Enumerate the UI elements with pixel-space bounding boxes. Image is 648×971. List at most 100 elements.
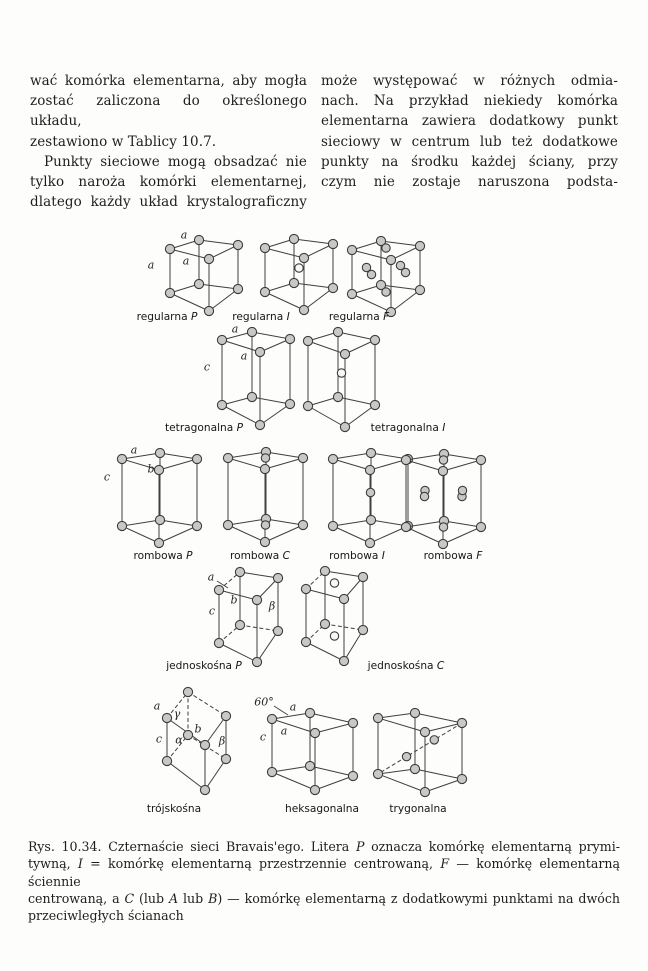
lattice-point: [346, 244, 358, 256]
cell-edge: [204, 715, 227, 746]
centering-point: [438, 522, 449, 532]
lattice-point: [309, 727, 321, 739]
axis-annotation: b: [230, 594, 237, 607]
cell-edge: [265, 451, 304, 459]
centering-point: [366, 269, 377, 280]
cell-label: jednoskośna C: [367, 660, 445, 672]
cell-edge: [424, 778, 463, 793]
cell-edge: [405, 453, 445, 461]
cell-edge: [344, 404, 376, 428]
lattice-point: [284, 333, 296, 345]
caption-symbol: P: [355, 839, 365, 854]
lattice-point: [254, 419, 266, 431]
cell-label: rombowa P: [133, 550, 193, 562]
cell-edge: [332, 452, 372, 460]
lattice-point: [153, 537, 165, 549]
cell-rombowa-f: rombowa F: [400, 448, 487, 562]
cell-edge: [208, 244, 239, 260]
cell-edge: [307, 340, 346, 355]
cell-edge: [351, 293, 392, 313]
lattice-point: [191, 520, 203, 532]
text-line: czym nie zostaje naruszona podsta-: [321, 174, 618, 191]
cell-edge: [159, 452, 198, 460]
lattice-point: [339, 348, 351, 360]
caption-text: oznacza komórkę elementarną prymi-: [364, 839, 620, 854]
cell-edge: [443, 453, 482, 461]
cell-edge: [251, 331, 291, 340]
cell-edge: [271, 712, 311, 720]
lattice-point: [203, 305, 215, 317]
lattice-point: [338, 593, 350, 605]
lattice-point: [213, 637, 225, 649]
cell-edge: [227, 457, 266, 470]
axis-annotation: c: [156, 733, 162, 746]
cell-edge: [264, 247, 305, 259]
axis-annotation: c: [209, 605, 215, 618]
lattice-point: [414, 284, 426, 296]
lattice-point: [372, 712, 384, 724]
text-line: tylko naroża komórki elementarnej,: [30, 174, 307, 191]
lattice-point: [251, 656, 263, 668]
lattice-point: [259, 536, 271, 548]
text-line: Punkty sieciowe mogą obsadzać nie: [44, 153, 307, 170]
lattice-point: [272, 625, 284, 637]
cell-tetragonalna-i: tetragonalna I: [302, 326, 445, 434]
lattice-point: [154, 514, 166, 526]
axis-annotation: a: [281, 725, 288, 738]
cell-edge: [256, 630, 279, 663]
lattice-point: [347, 717, 359, 729]
cell-label: rombowa C: [230, 550, 291, 562]
lattice-point: [116, 520, 128, 532]
cell-edge: [227, 451, 267, 459]
cell-label: rombowa F: [424, 550, 484, 562]
centering-point-open: [329, 578, 340, 588]
lattice-point: [254, 346, 266, 358]
cell-edge: [390, 289, 421, 313]
lattice-point: [419, 786, 431, 798]
cell-edge: [239, 571, 279, 579]
annotation-pointer: [273, 705, 289, 716]
cell-edge: [337, 331, 376, 341]
cell-edge: [227, 518, 267, 526]
lattice-point: [456, 717, 468, 729]
cell-edge: [390, 245, 421, 261]
lattice-point: [338, 655, 350, 667]
lattice-point: [154, 447, 166, 459]
axis-annotation: a: [290, 701, 297, 714]
lattice-point: [298, 252, 310, 264]
cell-edge: [337, 396, 376, 406]
centering-point: [457, 485, 468, 496]
cell-edge: [293, 238, 334, 245]
lattice-point: [259, 286, 271, 298]
cell-edge: [198, 239, 239, 246]
cell-edge: [424, 722, 463, 733]
lattice-point: [259, 242, 271, 254]
lattice-point: [220, 710, 232, 722]
lattice-point: [375, 235, 387, 247]
lattice-point: [272, 572, 284, 584]
cell-edge: [293, 282, 334, 289]
caption-text: tywną,: [28, 856, 78, 872]
lattice-point: [116, 453, 128, 465]
cell-edge: [208, 288, 239, 312]
lattice-point: [347, 770, 359, 782]
lattice-point: [216, 399, 228, 411]
text-line: wać komórka elementarna, aby mogła: [30, 73, 307, 89]
cell-edge: [169, 292, 210, 312]
cell-edge: [166, 760, 206, 791]
cell-edge: [221, 331, 253, 341]
cell-edge: [259, 403, 291, 426]
axis-annotation: γ: [174, 708, 181, 721]
centering-point-open: [294, 263, 304, 273]
lattice-point: [400, 454, 412, 466]
cell-edge: [166, 691, 189, 719]
caption-line: centrowaną, a C (lub A lub B) — komórkę …: [28, 890, 620, 907]
lattice-point: [409, 707, 421, 719]
cell-edge: [271, 718, 316, 734]
text-line: dlatego każdy układ krystalograficzny: [30, 194, 307, 211]
lattice-point: [222, 452, 234, 464]
